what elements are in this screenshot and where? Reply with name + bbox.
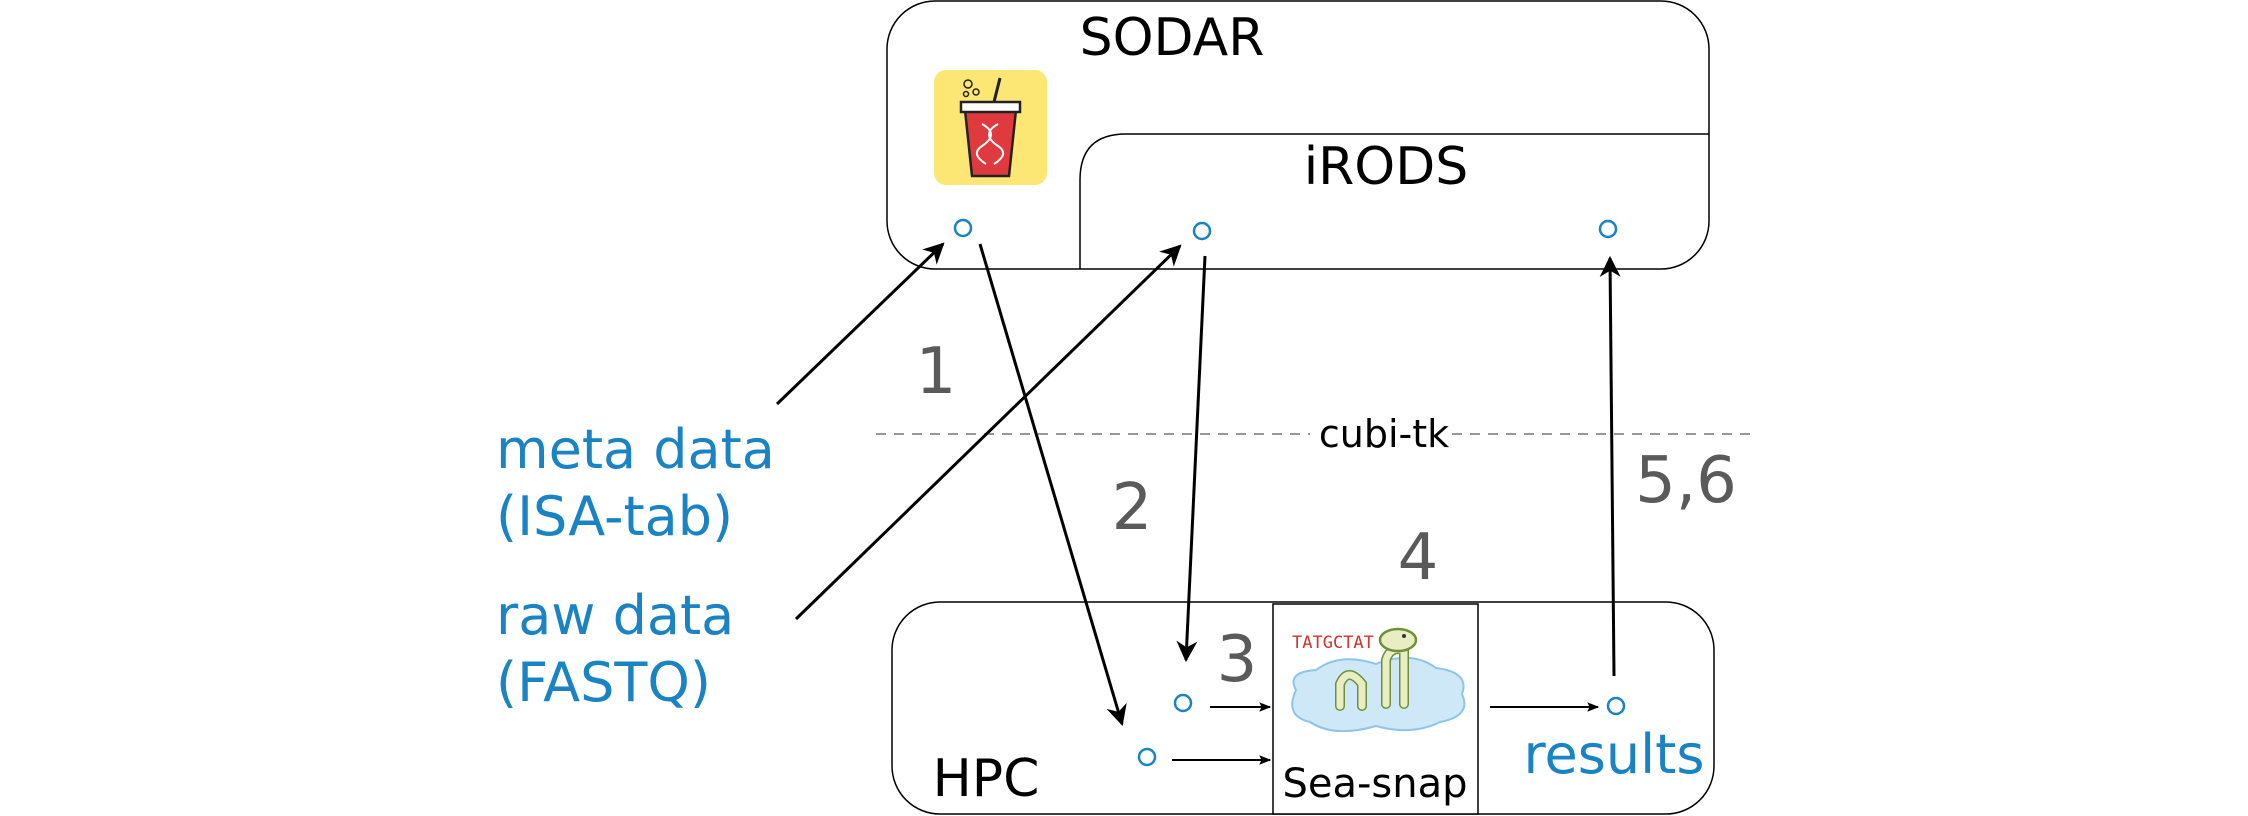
results-label: results: [1524, 723, 1705, 786]
arrow-irods-to-hpc: [1176, 255, 1207, 663]
step-3-label: 3: [1217, 623, 1258, 697]
arrow-meta-to-sodar: [775, 242, 945, 406]
arrow-sodar-to-hpc: [978, 243, 1127, 727]
raw-data-label-line2: (FASTQ): [496, 651, 711, 714]
arrow-results-to-irods: [1599, 255, 1621, 677]
irods-port-in: [1192, 221, 1212, 241]
step-2-label: 2: [1112, 471, 1153, 545]
sea-snap-label: Sea-snap: [1282, 761, 1467, 807]
raw-data-label-line1: raw data: [496, 584, 734, 647]
sea-snap-dna-text: TATGCTAT: [1292, 633, 1374, 653]
sea-snap-logo-icon: [1291, 627, 1466, 733]
arrow-raw-to-irods: [794, 244, 1182, 621]
hpc-port-sodar: [1137, 747, 1157, 767]
meta-data-label-line1: meta data: [496, 418, 775, 481]
step-1-label: 1: [916, 335, 957, 409]
sodar-title: SODAR: [1080, 8, 1265, 68]
irods-box: [1079, 133, 1709, 269]
results-port: [1606, 696, 1626, 716]
sodar-logo-icon: [934, 70, 1047, 185]
sodar-box: [886, 0, 1710, 270]
hpc-port-irods: [1173, 693, 1193, 713]
irods-title: iRODS: [1304, 137, 1469, 197]
step-5-6-label: 5,6: [1635, 444, 1737, 518]
step-4-label: 4: [1398, 521, 1439, 595]
cubi-tk-label: cubi-tk: [1319, 412, 1449, 456]
irods-port-results: [1598, 219, 1618, 239]
sodar-port: [953, 218, 973, 238]
meta-data-label-line2: (ISA-tab): [496, 485, 733, 548]
hpc-title: HPC: [933, 749, 1040, 809]
